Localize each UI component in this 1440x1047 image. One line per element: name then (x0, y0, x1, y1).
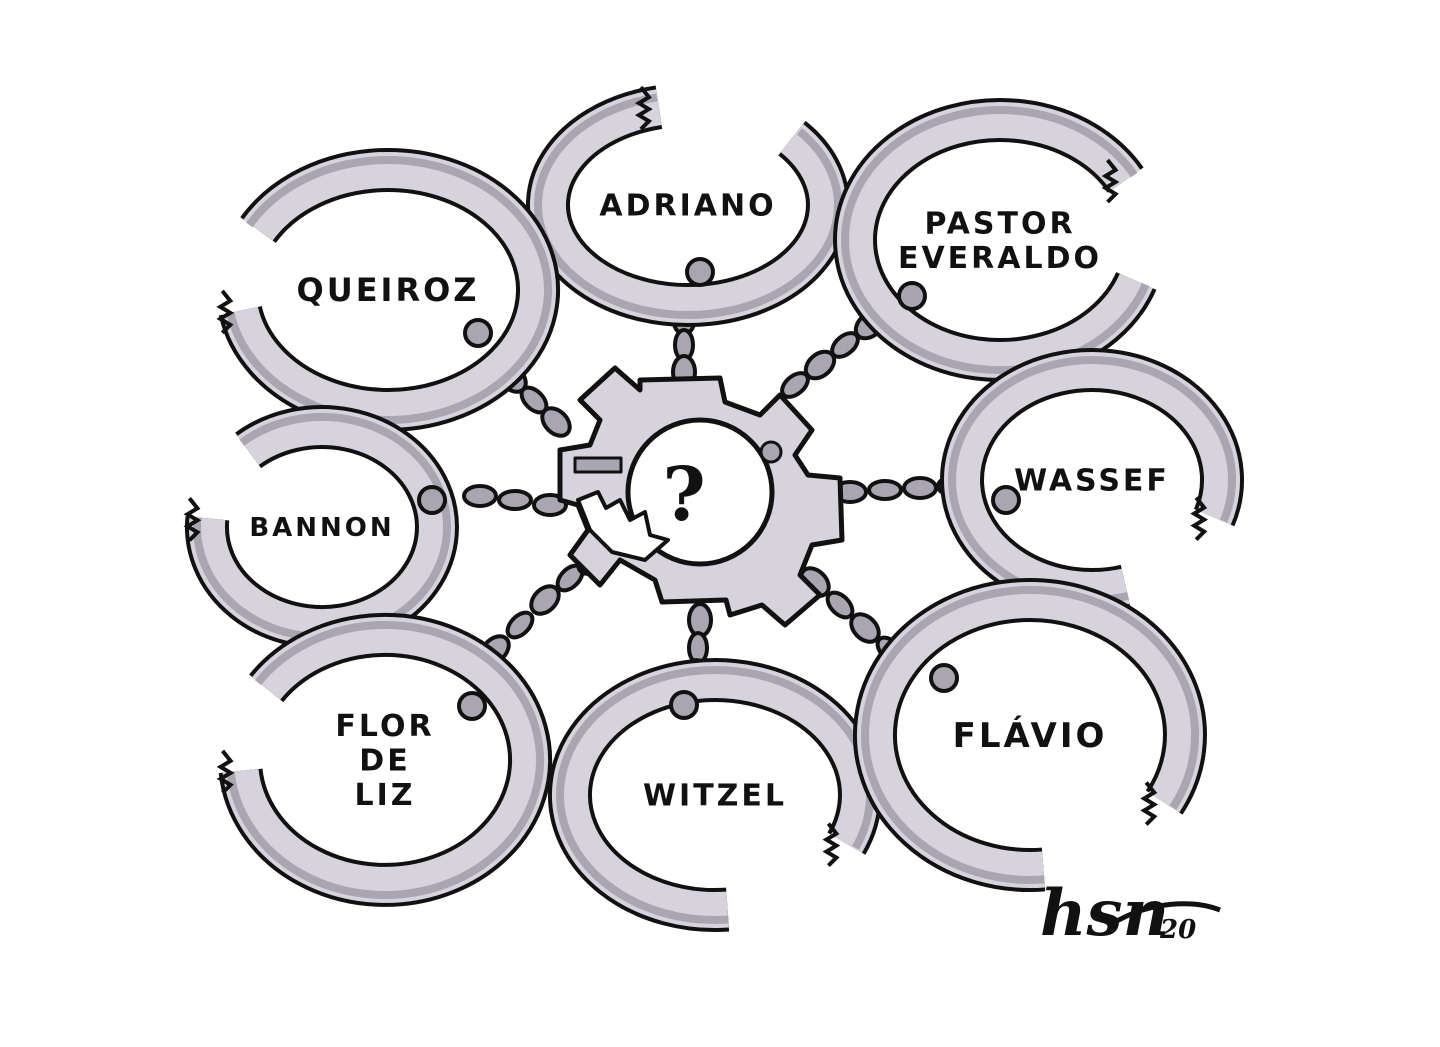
cuff-label-flor-de-liz-line-3: LIZ (354, 778, 415, 813)
cuff-bannon: BANNON (183, 405, 459, 649)
cuff-teeth (216, 749, 235, 795)
cuff-ring-band (551, 662, 878, 929)
cuff-ring-shade (193, 413, 451, 641)
cuff-teeth (216, 289, 235, 335)
cuff-label-flor-de-liz-line-1: FLOR (335, 709, 434, 744)
cuff-adriano: ADRIANO (526, 85, 850, 328)
cuff-label-adriano-line-1: ADRIANO (599, 189, 776, 224)
cuff-queiroz: QUEIROZ (216, 148, 561, 432)
cuff-label-pastor-everaldo-line-1: PASTOR (924, 206, 1075, 241)
cuff-ring-band (188, 409, 455, 645)
signature: hsn 20 (1040, 876, 1221, 951)
cuff-label-witzel-line-1: WITZEL (643, 779, 787, 814)
cuff-teeth (1140, 781, 1159, 826)
cuff-teeth (822, 822, 841, 868)
cuff-label-wassef-line-1: WASSEF (1014, 464, 1170, 499)
cuff-rivet (929, 663, 959, 693)
cuff-ring-band (944, 352, 1240, 608)
signature-underline (1108, 901, 1221, 928)
cuff-rivet (457, 691, 487, 721)
cuff-label-flavio-line-1: FLÁVIO (953, 715, 1108, 756)
center-question-mark: ? (662, 452, 705, 538)
cuff-ring-band (222, 152, 557, 428)
cuff-wassef: WASSEF (940, 348, 1244, 612)
gear-hole (625, 417, 775, 567)
cuff-ring-band (530, 89, 846, 324)
cuff-ring-shade (226, 621, 545, 899)
cuff-rivet (897, 281, 927, 311)
cuff-label-flor-de-liz-line-2: DE (359, 744, 410, 779)
central-gear: ? (557, 365, 845, 628)
cuff-teeth (635, 85, 653, 131)
cuff-ring-band (222, 616, 549, 903)
cuff-teeth (1190, 496, 1209, 542)
gear-crack (576, 490, 670, 562)
cuff-teeth (183, 497, 202, 542)
cuff-ring-shade (861, 585, 1200, 884)
gear-slot-left (573, 456, 623, 474)
signature-name: hsn (1040, 876, 1169, 951)
cuff-ring-band (837, 102, 1153, 378)
cuff-ring-band (856, 582, 1203, 888)
cuff-rivet (463, 318, 493, 348)
cuff-witzel: WITZEL (547, 658, 882, 933)
cuff-rivet (669, 690, 699, 720)
cuff-rivet (685, 257, 715, 287)
cuff-ring-shade (226, 156, 552, 424)
signature-year: 20 (1159, 915, 1196, 945)
cuff-label-pastor-everaldo-line-2: EVERALDO (898, 241, 1102, 276)
cuff-flavio: FLÁVIO (852, 578, 1207, 892)
cuff-rivet (991, 485, 1021, 515)
cuff-rivet (417, 485, 447, 515)
cuff-teeth (1101, 158, 1120, 204)
gear-rivet (759, 440, 783, 464)
cuff-label-bannon-line-1: BANNON (249, 513, 394, 543)
chain-bannon (462, 484, 568, 517)
cuff-label-queiroz-line-1: QUEIROZ (297, 271, 480, 309)
